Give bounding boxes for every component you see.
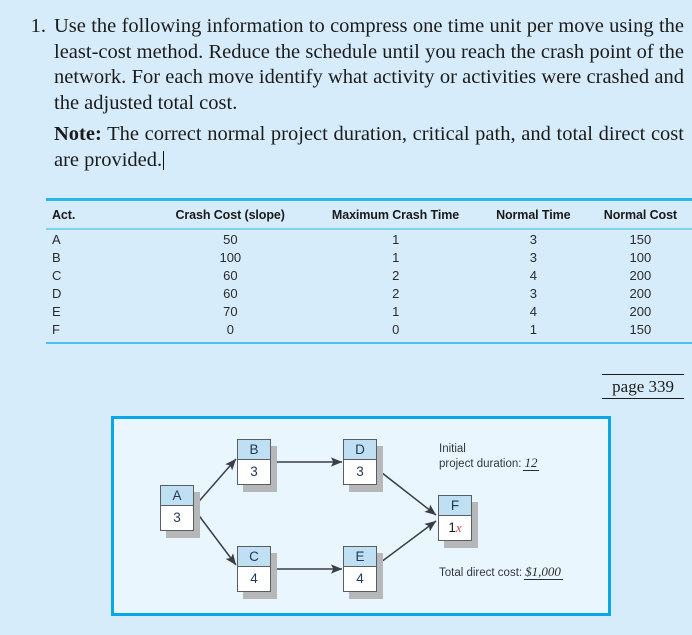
cell-act: F bbox=[52, 321, 60, 337]
page-reference: page 339 bbox=[602, 374, 684, 399]
annotation-cost-value: $1,000 bbox=[524, 564, 563, 580]
annotation-cost-label: Total direct cost: bbox=[439, 567, 523, 579]
column-header-max-crash: Maximum Crash Time bbox=[331, 208, 460, 222]
diagram-edges bbox=[193, 457, 437, 574]
cell-crash-cost: 50 bbox=[223, 231, 238, 247]
cell-normal-cost: 150 bbox=[629, 231, 652, 247]
question-note: Note: The correct normal project duratio… bbox=[54, 122, 684, 173]
table: Act. Crash Cost (slope) Maximum Crash Ti… bbox=[46, 201, 692, 228]
cell-normal-cost: 150 bbox=[629, 321, 652, 337]
annotation-duration-line1: Initial bbox=[439, 443, 466, 455]
table-row: A 50 1 3 150 bbox=[46, 230, 692, 248]
node-label: F bbox=[439, 496, 471, 516]
crash-data-table: Act. Crash Cost (slope) Maximum Crash Ti… bbox=[46, 198, 692, 344]
annotation-duration-value: 12 bbox=[523, 455, 540, 471]
annotation-initial-duration: Initial project duration:12 bbox=[439, 442, 540, 471]
node-duration: 4 bbox=[238, 567, 270, 590]
node-box: E 4 bbox=[343, 546, 377, 592]
cell-crash-cost: 100 bbox=[219, 249, 242, 265]
cell-normal-cost: 100 bbox=[629, 249, 652, 265]
node-box: C 4 bbox=[237, 546, 271, 592]
cell-crash-cost: 60 bbox=[223, 285, 238, 301]
question-block: 1. Use the following information to comp… bbox=[0, 14, 692, 173]
cell-normal-cost: 200 bbox=[629, 285, 652, 301]
node-box: A 3 bbox=[160, 485, 194, 531]
diagram-node-e[interactable]: E 4 bbox=[343, 546, 383, 599]
cell-normal-time: 3 bbox=[529, 249, 537, 265]
note-text: The correct normal project duration, cri… bbox=[54, 123, 684, 171]
cell-normal-cost: 200 bbox=[629, 303, 652, 319]
table-body: A 50 1 3 150 B 100 1 3 100 C 60 2 4 200 bbox=[46, 230, 692, 338]
cell-act: D bbox=[52, 285, 62, 301]
table-row: F 0 0 1 150 bbox=[46, 320, 692, 338]
node-crash-mark: x bbox=[455, 519, 462, 535]
cell-crash-cost: 60 bbox=[223, 267, 238, 283]
table-row: E 70 1 4 200 bbox=[46, 302, 692, 320]
column-header-crash-cost: Crash Cost (slope) bbox=[175, 208, 285, 222]
node-box: B 3 bbox=[237, 439, 271, 485]
node-duration-value: 1 bbox=[448, 520, 456, 535]
edge-a-c bbox=[193, 508, 237, 566]
annotation-duration-line2: project duration:12 bbox=[439, 455, 540, 471]
cell-normal-cost: 200 bbox=[629, 267, 652, 283]
question-number: 1. bbox=[30, 15, 46, 37]
cell-act: E bbox=[52, 303, 61, 319]
diagram-node-a[interactable]: A 3 bbox=[160, 485, 200, 538]
node-label: B bbox=[238, 440, 270, 460]
cell-normal-time: 3 bbox=[529, 285, 537, 301]
cell-max-crash: 1 bbox=[392, 231, 400, 247]
cell-act: A bbox=[52, 231, 61, 247]
diagram-node-d[interactable]: D 3 bbox=[343, 439, 383, 492]
table-bottom-rule bbox=[46, 342, 692, 344]
cell-act: B bbox=[52, 249, 61, 265]
column-header-act: Act. bbox=[52, 208, 76, 222]
question-body: Use the following information to compres… bbox=[54, 14, 692, 173]
cell-max-crash: 2 bbox=[392, 285, 400, 301]
cell-normal-time: 1 bbox=[529, 321, 537, 337]
node-label: D bbox=[344, 440, 376, 460]
table-row: D 60 2 3 200 bbox=[46, 284, 692, 302]
table-header-row: Act. Crash Cost (slope) Maximum Crash Ti… bbox=[46, 201, 692, 228]
table-top-rule bbox=[46, 198, 692, 201]
table-header-rule bbox=[46, 228, 692, 230]
node-label: C bbox=[238, 547, 270, 567]
cell-max-crash: 0 bbox=[392, 321, 400, 337]
cell-normal-time: 3 bbox=[529, 231, 537, 247]
node-box: D 3 bbox=[343, 439, 377, 485]
diagram-node-b[interactable]: B 3 bbox=[237, 439, 277, 492]
column-header-normal-cost: Normal Cost bbox=[603, 208, 677, 222]
cell-crash-cost: 70 bbox=[223, 303, 238, 319]
cell-normal-time: 4 bbox=[529, 303, 537, 319]
annotation-duration-label: project duration: bbox=[439, 458, 522, 470]
text-caret bbox=[163, 150, 165, 170]
node-duration: 3 bbox=[161, 506, 193, 529]
column-header-normal-time: Normal Time bbox=[496, 208, 571, 222]
network-diagram: A 3 B 3 C 4 D 3 bbox=[111, 416, 611, 616]
cell-max-crash: 2 bbox=[392, 267, 400, 283]
question-paragraph: Use the following information to compres… bbox=[54, 15, 684, 114]
cell-normal-time: 4 bbox=[529, 267, 537, 283]
cell-act: C bbox=[52, 267, 62, 283]
note-label: Note: bbox=[54, 123, 102, 145]
table-row: B 100 1 3 100 bbox=[46, 248, 692, 266]
table-row: C 60 2 4 200 bbox=[46, 266, 692, 284]
edge-a-b bbox=[193, 458, 237, 508]
node-label: A bbox=[161, 486, 193, 506]
node-duration: 4 bbox=[344, 567, 376, 590]
edge-d-f bbox=[376, 468, 437, 516]
node-duration: 3 bbox=[238, 460, 270, 483]
edge-e-f bbox=[376, 520, 437, 566]
node-duration: 3 bbox=[344, 460, 376, 483]
cell-max-crash: 1 bbox=[392, 303, 400, 319]
cell-max-crash: 1 bbox=[392, 249, 400, 265]
annotation-total-direct-cost: Total direct cost:$1,000 bbox=[439, 564, 563, 580]
node-label: E bbox=[344, 547, 376, 567]
cell-crash-cost: 0 bbox=[226, 321, 234, 337]
diagram-node-c[interactable]: C 4 bbox=[237, 546, 277, 599]
